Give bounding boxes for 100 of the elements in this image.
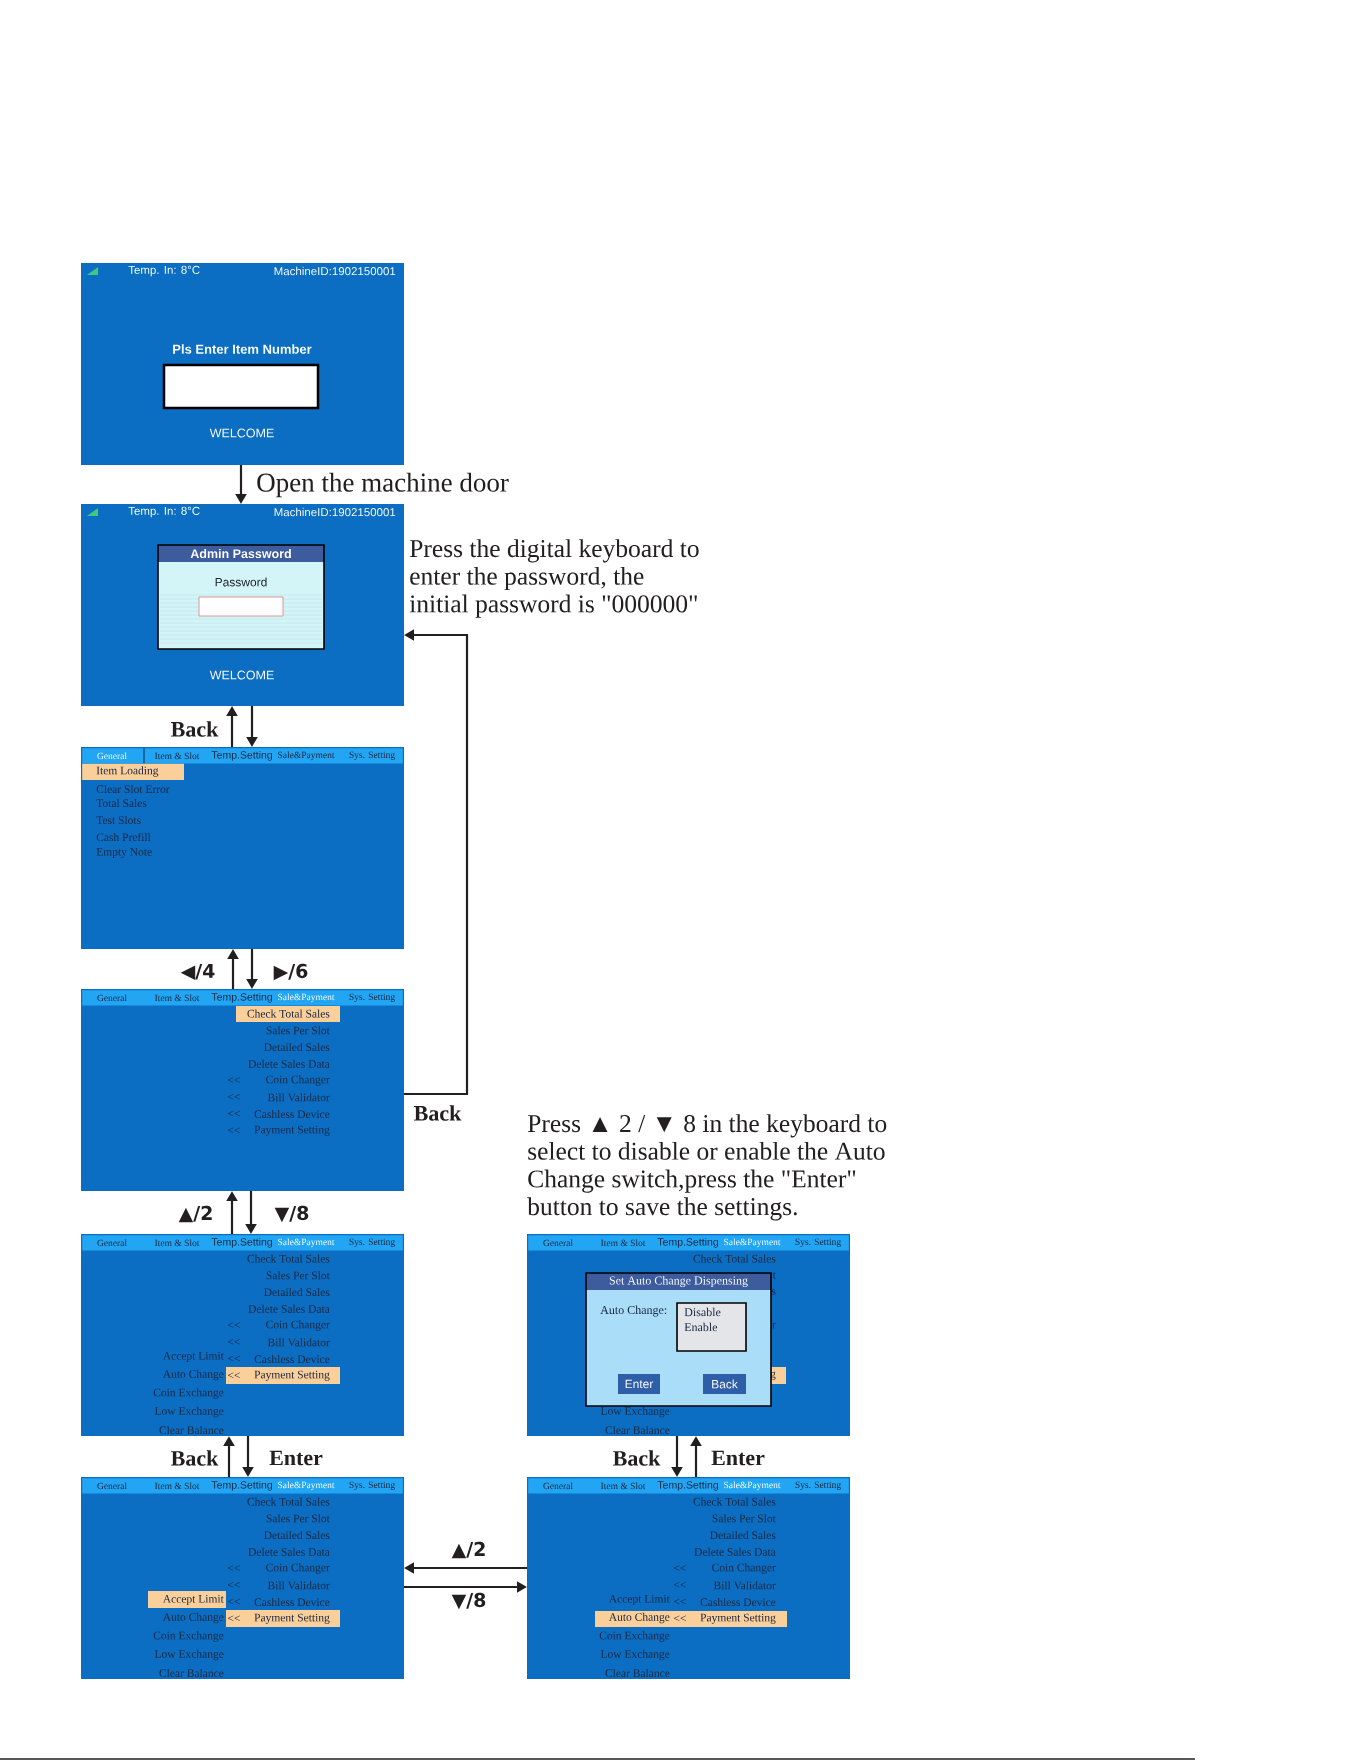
menu-item: Coin Changer	[266, 1075, 330, 1086]
submenu-marker: <<	[228, 1565, 240, 1571]
menu-item: Payment Setting	[700, 1613, 776, 1624]
edge-label: ▶/6	[273, 963, 308, 981]
tab-label: Sale&Payment	[278, 751, 335, 761]
submenu-marker: <<	[228, 1322, 240, 1328]
tab-label: Sale&Payment	[724, 1481, 781, 1491]
tab-label: Item & Slot	[154, 752, 200, 760]
tab-label: Item & Slot	[154, 994, 200, 1002]
submenu-marker: <<	[674, 1598, 686, 1605]
menu-item: Empty Note	[96, 848, 152, 858]
menu-item: r	[772, 1322, 776, 1329]
status-text: Temp. In: 8°C	[128, 265, 200, 277]
menu-item: Detailed Sales	[264, 1287, 330, 1297]
tab-label: Sys. Setting	[795, 1238, 841, 1247]
menu-item: Auto Change	[608, 1612, 670, 1624]
tab-label: General	[97, 1239, 127, 1247]
edge-label: Enter	[711, 1450, 765, 1466]
edge-label: ▼/8	[274, 1205, 309, 1223]
submenu-marker: <<	[674, 1565, 686, 1571]
menu-item: Delete Sales Data	[248, 1304, 330, 1313]
menu-item: Check Total Sales	[247, 1254, 330, 1263]
menu-item: Coin Exchange	[153, 1388, 224, 1399]
submenu-marker: <<	[228, 1355, 240, 1362]
submenu-marker: <<	[228, 1077, 240, 1083]
menu-item: Coin Changer	[266, 1320, 330, 1331]
button: Enter	[618, 1374, 660, 1394]
edge-label: Back	[171, 1450, 219, 1466]
tab-label: Sale&Payment	[278, 993, 335, 1003]
tab-label: Temp.Setting	[657, 1480, 718, 1491]
menu-item: Sales Per Slot	[712, 1514, 776, 1523]
menu-item: Bill Validator	[267, 1338, 330, 1347]
tab-label: Temp.Setting	[211, 1480, 272, 1491]
menu-item: Payment Setting	[254, 1370, 330, 1381]
list-option: Enable	[684, 1322, 718, 1332]
highlighted-menu-item: Check Total Sales	[236, 1006, 340, 1022]
edge-label: Back	[171, 721, 219, 737]
menu-item: Coin Exchange	[153, 1631, 224, 1642]
tab-label: General	[97, 1482, 127, 1490]
submenu-marker: <<	[228, 1615, 240, 1621]
tab-label: Sale&Payment	[278, 1481, 335, 1491]
welcome-text: WELCOME	[209, 670, 274, 680]
tab-label: Item & Slot	[600, 1482, 646, 1490]
menu-item: Clear Balance	[605, 1668, 670, 1678]
tab-label: General	[97, 994, 127, 1002]
menu-item: Delete Sales Data	[248, 1059, 330, 1068]
menu-item: Cash Prefill	[96, 832, 151, 842]
submenu-marker: <<	[674, 1582, 686, 1588]
edge-label: ▲/2	[178, 1205, 212, 1223]
prompt-text: Pls Enter Item Number	[173, 344, 312, 354]
menu-item: Accept Limit	[162, 1352, 224, 1363]
menu-item: Clear Balance	[159, 1425, 224, 1435]
menu-item: Payment Setting	[254, 1613, 330, 1624]
menu-item: Check Total Sales	[693, 1497, 776, 1506]
submenu-marker: <<	[228, 1127, 240, 1133]
menu-item: Clear Balance	[605, 1425, 670, 1435]
menu-item: Payment Setting	[254, 1125, 330, 1136]
field-label: Password	[215, 577, 267, 587]
menu-item: Clear Balance	[159, 1668, 224, 1678]
field-label: Auto Change:	[600, 1305, 667, 1317]
tab-label: Sys. Setting	[349, 993, 395, 1002]
menu-item: Detailed Sales	[264, 1530, 330, 1540]
menu-item: Delete Sales Data	[694, 1547, 776, 1556]
edge-label: ▼/8	[451, 1592, 486, 1610]
menu-item: Check Total Sales	[247, 1497, 330, 1506]
menu-item: Low Exchange	[600, 1649, 670, 1661]
menu-item: Accept Limit	[608, 1595, 670, 1606]
menu-item: Coin Changer	[266, 1563, 330, 1574]
menu-item: Coin Changer	[712, 1563, 776, 1574]
menu-item: Delete Sales Data	[248, 1547, 330, 1556]
tab-label: Sys. Setting	[349, 751, 395, 760]
menu-item: Sales Per Slot	[266, 1514, 330, 1523]
dialog-title: Admin Password	[190, 548, 291, 559]
button: Back	[703, 1374, 746, 1394]
edge-label: Back	[613, 1450, 661, 1466]
tab-label: Temp.Setting	[211, 750, 272, 761]
highlighted-menu-item: Accept Limit	[148, 1591, 226, 1608]
menu-item: Cashless Device	[254, 1597, 330, 1607]
menu-item: s	[771, 1289, 776, 1295]
tab-label: Item & Slot	[154, 1239, 200, 1247]
edge-label: Back	[414, 1105, 462, 1121]
submenu-marker: <<	[228, 1372, 240, 1378]
tab-label: Sys. Setting	[349, 1481, 395, 1490]
menu-item: Low Exchange	[154, 1649, 224, 1661]
list-option: Disable	[684, 1307, 721, 1317]
submenu-marker: <<	[228, 1110, 240, 1117]
dialog-title: Set Auto Change Dispensing	[609, 1276, 748, 1287]
tab-label: Sys. Setting	[349, 1238, 395, 1247]
menu-item: Detailed Sales	[710, 1530, 776, 1540]
menu-item: Check Total Sales	[693, 1254, 776, 1263]
submenu-marker: <<	[228, 1093, 240, 1100]
menu-item: Cashless Device	[700, 1597, 776, 1607]
tab-label: Sale&Payment	[724, 1238, 781, 1248]
tab-label: Temp.Setting	[657, 1237, 718, 1248]
menu-item: Detailed Sales	[264, 1042, 330, 1052]
submenu-marker: <<	[228, 1338, 240, 1345]
menu-item: Bill Validator	[267, 1093, 330, 1102]
menu-item: Auto Change	[162, 1369, 224, 1381]
status-text: MachineID:1902150001	[274, 507, 396, 517]
menu-item: Coin Exchange	[599, 1631, 670, 1642]
